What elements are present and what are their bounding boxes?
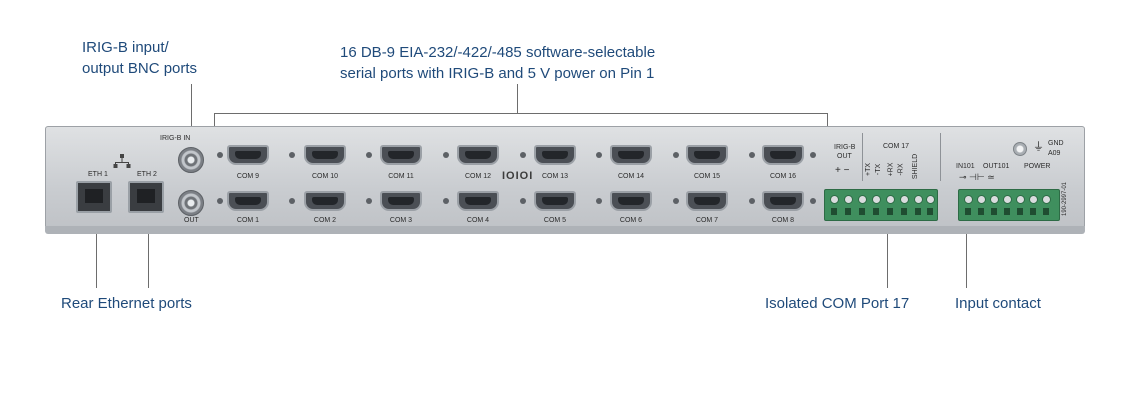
irig-b-out-label-1: IRIG-B [834,144,856,151]
callout-com17: Isolated COM Port 17 [765,295,910,312]
com17-pin-shield: SHIELD [912,153,920,180]
com8-port [762,191,804,211]
screw-hole [749,152,755,158]
part-number: 190-2997-01 [1062,181,1069,217]
leader-com17 [887,205,888,288]
rear-panel-edge [45,226,1085,234]
eth2-label: ETH 2 [137,171,157,178]
screw-hole [217,198,223,204]
com5-port [534,191,576,211]
callout-serial-line2: serial ports with IRIG-B and 5 V power o… [340,65,655,82]
screw-hole [366,152,372,158]
ground-screw [1013,142,1027,156]
eth1-port [76,181,112,213]
com4-label: COM 4 [466,217,490,224]
com17-pin-txn: -TX [875,163,883,176]
com7-label: COM 7 [695,217,719,224]
leader-eth2 [148,212,149,288]
bracket-serial-center [517,84,518,114]
screw-hole [596,198,602,204]
com16-label: COM 16 [769,173,797,180]
callout-irig-bnc: IRIG-B input/ output BNC ports [82,37,197,79]
com11-label: COM 11 [388,173,414,180]
com12-port [457,145,499,165]
screw-hole [673,198,679,204]
com7-port [686,191,728,211]
com9-port [227,145,269,165]
contact-symbols-icon: ⊸ ⊣⊢ ≃ [959,172,995,182]
out-label: OUT [184,217,199,224]
callout-ethernet: Rear Ethernet ports [61,295,192,312]
input-terminal-block [958,189,1060,221]
screw-hole [520,198,526,204]
screw-hole [289,198,295,204]
screw-hole [366,198,372,204]
com10-label: COM 10 [311,173,339,180]
screw-hole [810,198,816,204]
com3-label: COM 3 [389,217,413,224]
gnd-label: GND [1048,140,1064,147]
ground-symbol-icon: ⏚ [1033,141,1044,153]
network-icon [113,154,131,168]
out101-label: OUT101 [983,163,1010,170]
a09-label: A09 [1048,150,1061,157]
com6-label: COM 6 [619,217,643,224]
screw-hole [673,152,679,158]
com13-port [534,145,576,165]
com10-port [304,145,346,165]
com14-port [610,145,652,165]
brand-logo: IOIOI [502,170,534,182]
panel-divider-2 [940,133,941,181]
eth2-port [128,181,164,213]
com1-port [227,191,269,211]
com3-port [380,191,422,211]
screw-hole [443,198,449,204]
eth1-label: ETH 1 [88,171,108,178]
com9-label: COM 9 [236,173,260,180]
irig-in-label: IRIG-B IN [160,135,191,142]
com17-pin-rxp: +RX [887,162,895,177]
panel-divider-1 [862,133,863,181]
screw-hole [443,152,449,158]
com15-label: COM 15 [693,173,721,180]
com17-title: COM 17 [883,143,910,150]
com8-label: COM 8 [771,217,795,224]
screw-hole [520,152,526,158]
com16-port [762,145,804,165]
com13-label: COM 13 [541,173,569,180]
com17-pin-rxn: -RX [897,163,905,176]
power-label: POWER [1024,163,1051,170]
com2-label: COM 2 [313,217,337,224]
com17-terminal-block [824,189,938,221]
plus-minus-label: + − [835,165,850,176]
com4-port [457,191,499,211]
irig-b-out-label-2: OUT [837,153,852,160]
callout-serial-ports: 16 DB-9 EIA-232/-422/-485 software-selec… [340,42,655,84]
com2-port [304,191,346,211]
com15-port [686,145,728,165]
callout-irig-line1: IRIG-B input/ [82,39,169,56]
screw-hole [749,198,755,204]
com1-label: COM 1 [236,217,260,224]
callout-serial-line1: 16 DB-9 EIA-232/-422/-485 software-selec… [340,44,656,61]
in101-label: IN101 [956,163,975,170]
screw-hole [596,152,602,158]
com14-label: COM 14 [617,173,645,180]
screw-hole [810,152,816,158]
callout-irig-line2: output BNC ports [82,60,198,77]
bracket-serial-horizontal [214,113,828,114]
irig-out-bnc [178,190,204,216]
screw-hole [217,152,223,158]
com6-port [610,191,652,211]
irig-in-bnc [178,147,204,173]
com11-port [380,145,422,165]
screw-hole [289,152,295,158]
com5-label: COM 5 [543,217,567,224]
leader-eth1 [96,212,97,288]
com12-label: COM 12 [464,173,492,180]
leader-input-contact [966,205,967,288]
leader-irig [191,84,192,142]
com17-pin-txp: +TX [865,162,873,177]
callout-input-contact: Input contact [955,295,1041,312]
